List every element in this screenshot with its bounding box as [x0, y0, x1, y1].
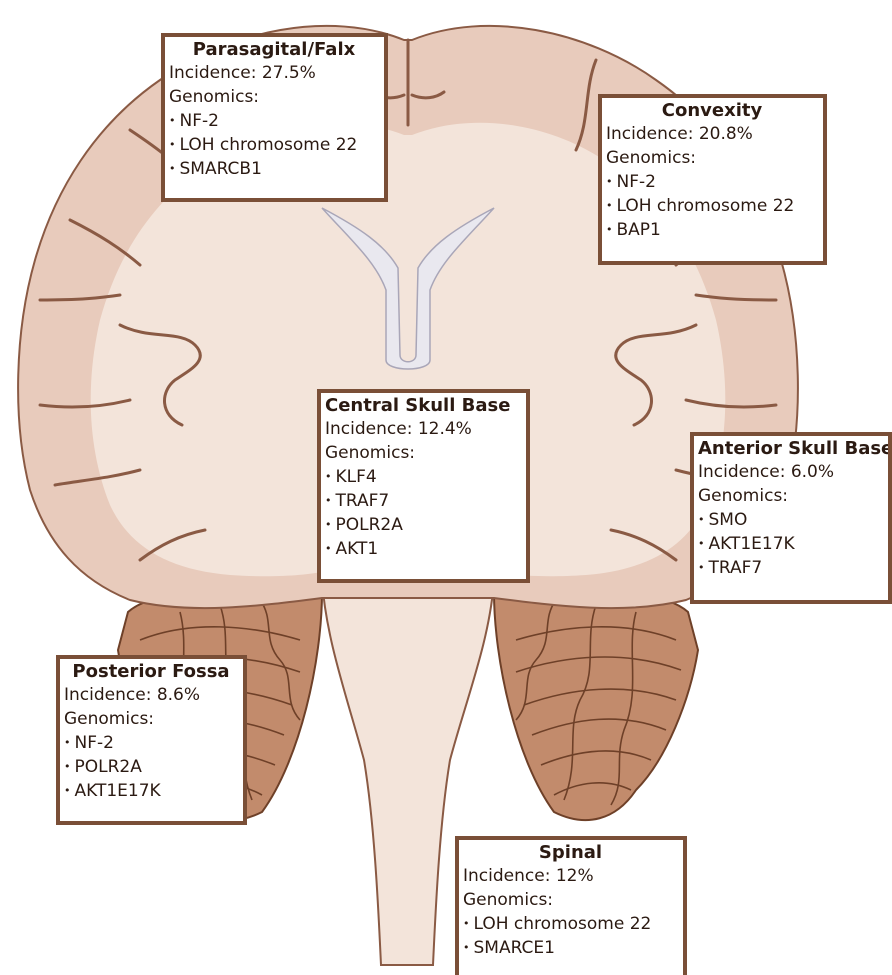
gene-item: BAP1: [606, 218, 818, 242]
box-title: Parasagital/Falx: [169, 39, 379, 61]
posterior-fossa-box: Posterior Fossa Incidence: 8.6% Genomics…: [56, 655, 247, 825]
incidence-text: Incidence: 12%: [463, 864, 678, 888]
genomics-label: Genomics:: [64, 707, 238, 731]
gene-item: SMO: [698, 508, 883, 532]
incidence-text: Incidence: 12.4%: [325, 417, 521, 441]
central-skull-base-box: Central Skull Base Incidence: 12.4% Geno…: [317, 389, 530, 583]
genomics-label: Genomics:: [169, 85, 379, 109]
box-title: Posterior Fossa: [64, 661, 238, 683]
anterior-skull-base-box: Anterior Skull Base Incidence: 6.0% Geno…: [690, 432, 892, 604]
incidence-text: Incidence: 20.8%: [606, 122, 818, 146]
gene-item: LOH chromosome 22: [606, 194, 818, 218]
convexity-box: Convexity Incidence: 20.8% Genomics: NF-…: [598, 94, 827, 265]
box-title: Central Skull Base: [325, 395, 521, 417]
box-title: Spinal: [463, 842, 678, 864]
incidence-text: Incidence: 6.0%: [698, 460, 883, 484]
gene-item: LOH chromosome 22: [463, 912, 678, 936]
gene-item: NF-2: [64, 731, 238, 755]
gene-item: NF-2: [606, 170, 818, 194]
gene-item: TRAF7: [325, 489, 521, 513]
gene-item: SMARCB1: [169, 157, 379, 181]
spinal-box: Spinal Incidence: 12% Genomics: LOH chro…: [455, 836, 687, 975]
gene-item: AKT1: [325, 537, 521, 561]
gene-item: TRAF7: [698, 556, 883, 580]
gene-item: POLR2A: [64, 755, 238, 779]
incidence-text: Incidence: 8.6%: [64, 683, 238, 707]
gene-item: KLF4: [325, 465, 521, 489]
incidence-text: Incidence: 27.5%: [169, 61, 379, 85]
gene-item: AKT1E17K: [64, 779, 238, 803]
box-title: Convexity: [606, 100, 818, 122]
genomics-label: Genomics:: [606, 146, 818, 170]
genomics-label: Genomics:: [698, 484, 883, 508]
genomics-label: Genomics:: [325, 441, 521, 465]
gene-item: NF-2: [169, 109, 379, 133]
gene-item: AKT1E17K: [698, 532, 883, 556]
gene-item: SMARCE1: [463, 936, 678, 960]
gene-item: LOH chromosome 22: [169, 133, 379, 157]
box-title: Anterior Skull Base: [698, 438, 883, 460]
gene-item: POLR2A: [325, 513, 521, 537]
genomics-label: Genomics:: [463, 888, 678, 912]
parasagittal-falx-box: Parasagital/Falx Incidence: 27.5% Genomi…: [161, 33, 388, 202]
